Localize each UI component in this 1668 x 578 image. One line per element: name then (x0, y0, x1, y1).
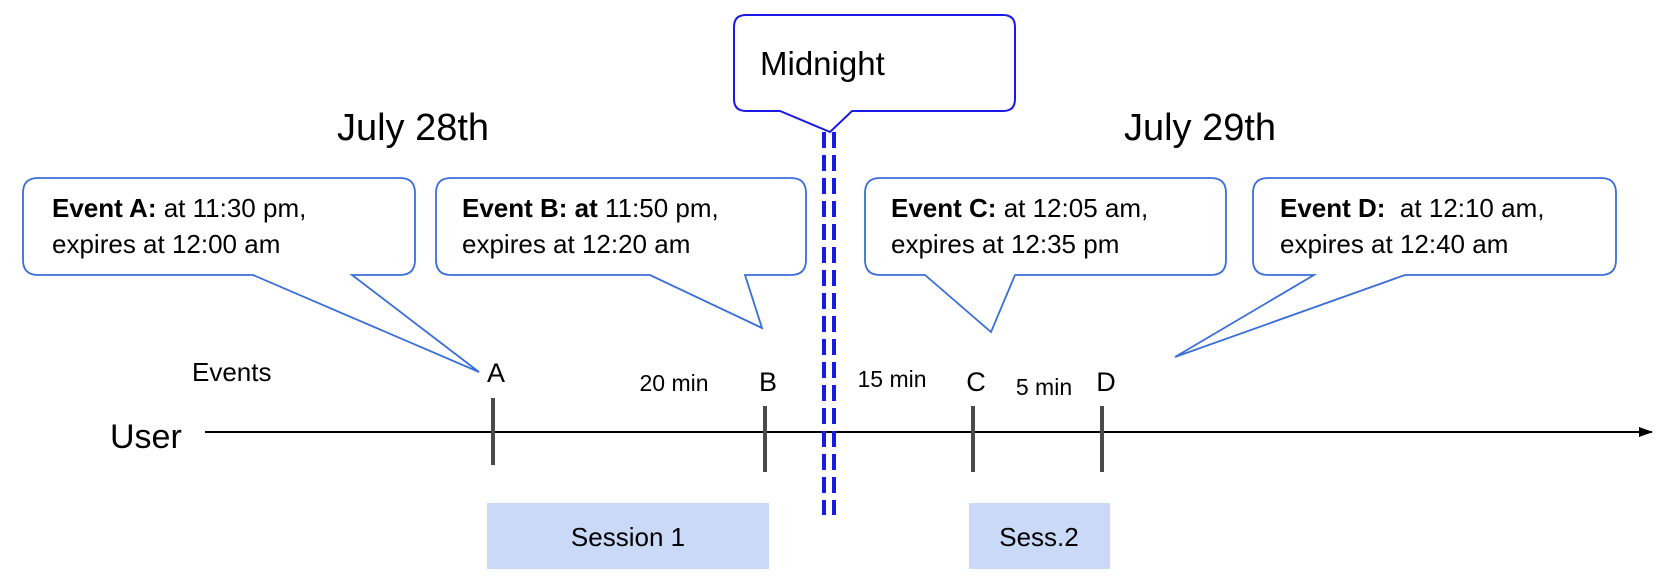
event-c-letter: C (966, 367, 986, 397)
date-header-july-28: July 28th (337, 107, 489, 149)
gap-b-c-label: 15 min (857, 366, 926, 392)
session-2-box (969, 503, 1110, 569)
midnight-callout (733, 14, 1016, 134)
event-c-callout-line2: expires at 12:35 pm (891, 229, 1119, 259)
event-c-callout (864, 177, 1227, 334)
event-d-callout (1174, 177, 1617, 358)
event-a-callout-line2: expires at 12:00 am (52, 229, 280, 259)
session-2-label: Sess.2 (999, 522, 1079, 552)
event-d-letter: D (1096, 367, 1116, 397)
event-b-callout-line1: Event B: at 11:50 pm, (462, 193, 719, 223)
date-header-july-29: July 29th (1124, 107, 1276, 149)
event-d-callout-line2: expires at 12:40 am (1280, 229, 1508, 259)
events-row-label: Events (192, 357, 272, 387)
gap-a-b-label: 20 min (639, 370, 708, 396)
event-b-letter: B (759, 367, 777, 397)
event-d-callout-line1: Event D: at 12:10 am, (1280, 193, 1544, 223)
event-c-callout-line1: Event C: at 12:05 am, (891, 193, 1148, 223)
user-row-label: User (110, 418, 182, 456)
session-1-label: Session 1 (571, 522, 685, 552)
event-b-callout-line2: expires at 12:20 am (462, 229, 690, 259)
event-a-callout-line1: Event A: at 11:30 pm, (52, 193, 306, 223)
gap-c-d-label: 5 min (1016, 374, 1072, 400)
session-1-box (487, 503, 769, 569)
event-a-callout (22, 177, 480, 373)
event-a-letter: A (487, 358, 505, 388)
event-b-callout (435, 177, 807, 330)
midnight-label: Midnight (760, 45, 885, 82)
